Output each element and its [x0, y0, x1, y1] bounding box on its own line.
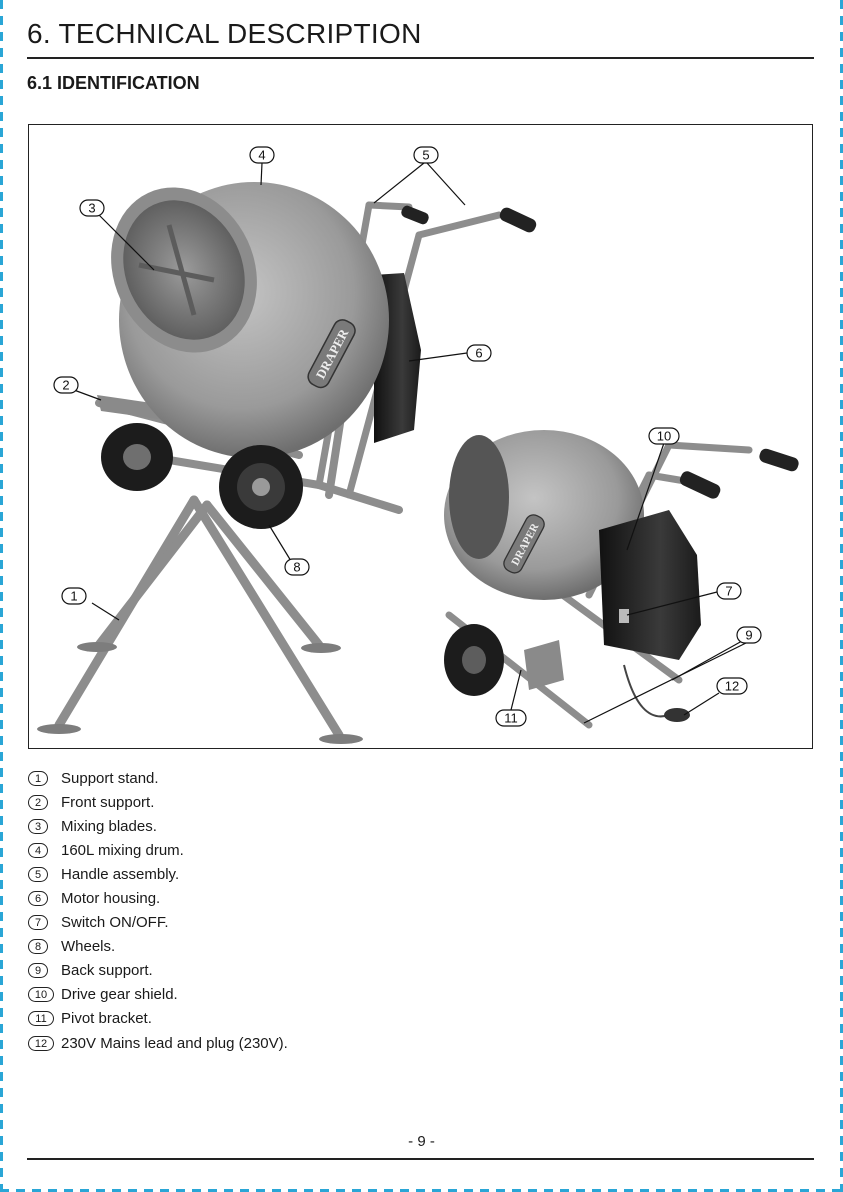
list-item: 1 Support stand. [28, 766, 628, 790]
part-number: 2 [28, 795, 48, 810]
callout-9: 9 [737, 627, 761, 643]
callout-7: 7 [717, 583, 741, 599]
page-title: 6. TECHNICAL DESCRIPTION [27, 18, 422, 50]
pivot-bracket [524, 640, 564, 690]
callout-2: 2 [54, 377, 78, 393]
list-item: 2 Front support. [28, 790, 628, 814]
list-item: 8 Wheels. [28, 935, 628, 959]
svg-text:11: 11 [504, 711, 518, 726]
svg-text:10: 10 [657, 429, 671, 444]
svg-text:9: 9 [745, 628, 752, 643]
list-item: 5 Handle assembly. [28, 862, 628, 886]
part-number: 8 [28, 939, 48, 954]
svg-text:4: 4 [258, 148, 265, 163]
part-label: Wheels. [61, 938, 115, 955]
title-divider [27, 57, 814, 59]
part-number: 10 [28, 987, 54, 1002]
identification-figure: DRAPER [28, 124, 813, 749]
list-item: 9 Back support. [28, 959, 628, 983]
callout-11: 11 [496, 710, 526, 726]
mixer-illustration: DRAPER [29, 125, 813, 749]
part-number: 1 [28, 771, 48, 786]
svg-text:2: 2 [62, 378, 69, 393]
part-label: Support stand. [61, 770, 159, 787]
callout-12: 12 [717, 678, 747, 694]
list-item: 11 Pivot bracket. [28, 1007, 628, 1031]
callout-4: 4 [250, 147, 274, 163]
support-stand [59, 500, 339, 735]
part-label: 230V Mains lead and plug (230V). [61, 1035, 288, 1052]
parts-list: 1 Support stand. 2 Front support. 3 Mixing … [28, 766, 628, 1055]
part-number: 11 [28, 1011, 54, 1026]
svg-text:7: 7 [725, 584, 732, 599]
left-margin-guide [0, 0, 3, 1192]
list-item: 12 230V Mains lead and plug (230V). [28, 1031, 628, 1055]
list-item: 10 Drive gear shield. [28, 983, 628, 1007]
wheel-rear-2 [444, 624, 504, 696]
list-item: 7 Switch ON/OFF. [28, 911, 628, 935]
part-label: Handle assembly. [61, 866, 179, 883]
callout-1: 1 [62, 588, 86, 604]
part-label: Mixing blades. [61, 818, 157, 835]
part-label: Motor housing. [61, 890, 160, 907]
mains-lead [624, 665, 669, 716]
part-number: 9 [28, 963, 48, 978]
callout-8: 8 [285, 559, 309, 575]
callout-5: 5 [414, 147, 438, 163]
callout-6: 6 [467, 345, 491, 361]
callout-10: 10 [649, 428, 679, 444]
svg-text:1: 1 [70, 589, 77, 604]
footer-divider [27, 1158, 814, 1160]
svg-text:6: 6 [475, 346, 482, 361]
switch [619, 609, 629, 623]
drive-gear-shield [599, 510, 701, 660]
part-label: 160L mixing drum. [61, 842, 184, 859]
list-item: 6 Motor housing. [28, 886, 628, 910]
page-number: - 9 - [0, 1133, 843, 1150]
part-number: 5 [28, 867, 48, 882]
svg-text:5: 5 [422, 148, 429, 163]
svg-text:12: 12 [725, 679, 739, 694]
part-number: 12 [28, 1036, 54, 1051]
callout-3: 3 [80, 200, 104, 216]
wheel-front-1 [219, 445, 303, 529]
part-label: Switch ON/OFF. [61, 914, 169, 931]
part-label: Drive gear shield. [61, 986, 178, 1003]
wheel-rear-1 [101, 423, 173, 491]
list-item: 4 160L mixing drum. [28, 838, 628, 862]
part-label: Pivot bracket. [61, 1010, 152, 1027]
svg-text:8: 8 [293, 560, 300, 575]
part-label: Front support. [61, 794, 154, 811]
part-number: 6 [28, 891, 48, 906]
part-number: 3 [28, 819, 48, 834]
part-label: Back support. [61, 962, 153, 979]
mains-plug [664, 708, 690, 722]
part-number: 7 [28, 915, 48, 930]
mixer-rear-view: DRAPER [444, 430, 800, 725]
list-item: 3 Mixing blades. [28, 814, 628, 838]
section-heading: 6.1 IDENTIFICATION [27, 73, 200, 94]
svg-text:3: 3 [88, 201, 95, 216]
part-number: 4 [28, 843, 48, 858]
